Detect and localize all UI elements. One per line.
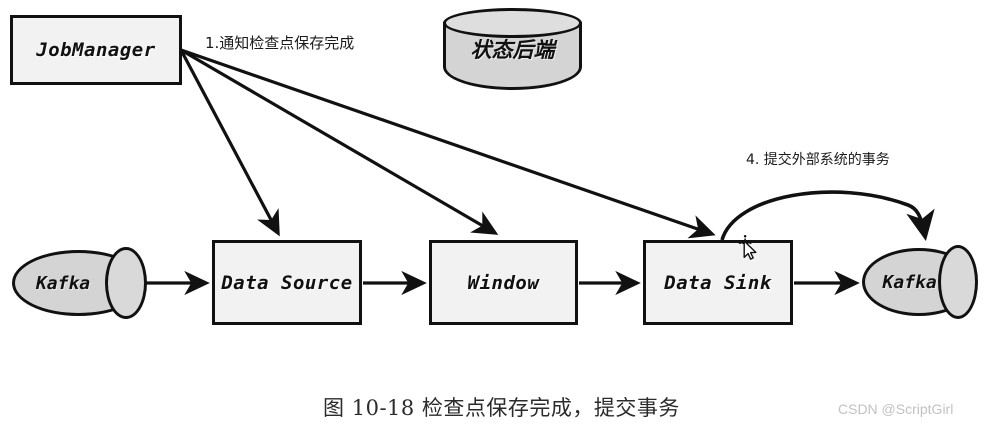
state-backend-top-ellipse [443, 8, 582, 38]
edge-commit-transaction-curve [720, 190, 935, 241]
watermark: CSDN @ScriptGirl [838, 401, 954, 417]
edge-jobmanager-to-data-source [179, 49, 280, 237]
node-data-source[interactable]: Data Source [212, 240, 362, 325]
node-window[interactable]: Window [429, 240, 578, 325]
edge-jobmanager-to-window [180, 48, 499, 235]
node-job-manager-label: JobManager [36, 39, 156, 61]
node-kafka-source-label: Kafka [35, 272, 91, 294]
figure-caption: 图 10-18 检查点保存完成，提交事务 [323, 396, 680, 420]
kafka-of-sink-cap [938, 245, 978, 319]
node-kafka-source[interactable]: Kafka [12, 247, 147, 319]
node-kafka-of-sink[interactable]: Kafka [862, 245, 978, 319]
kafka-source-cap [105, 247, 147, 319]
node-kafka-of-sink-label: Kafka [882, 271, 937, 293]
node-window-label: Window [467, 271, 540, 294]
node-state-backend[interactable]: 状态后端 [443, 8, 582, 90]
annotation-commit-external-transaction: 4. 提交外部系统的事务 [746, 152, 890, 168]
node-data-sink[interactable]: Data Sink [643, 240, 793, 325]
node-data-source-label: Data Source [221, 271, 353, 294]
node-job-manager[interactable]: JobManager [10, 15, 182, 85]
edge-jobmanager-to-data-sink [180, 48, 716, 239]
node-state-backend-label: 状态后端 [470, 38, 555, 62]
node-data-sink-label: Data Sink [664, 271, 772, 294]
annotation-notify-checkpoint-complete: 1.通知检查点保存完成 [205, 34, 355, 52]
